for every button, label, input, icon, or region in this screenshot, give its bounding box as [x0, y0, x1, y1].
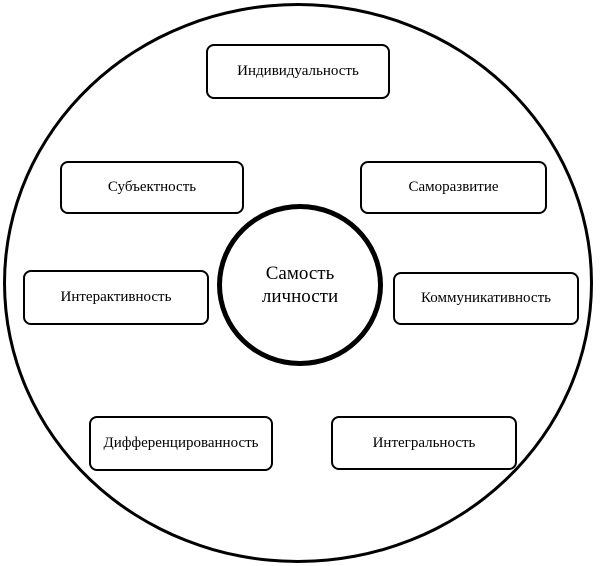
center-circle: Самость личности: [217, 204, 383, 366]
node-communicativeness: Коммуникативность: [393, 272, 579, 325]
outer-circle: [3, 3, 593, 563]
node-integrality: Интегральность: [331, 416, 517, 470]
center-label-line-2: личности: [261, 286, 339, 307]
node-subjectness: Субъектность: [60, 161, 244, 214]
center-label: Самость личности: [245, 262, 355, 308]
center-label-line-1: Самость: [265, 263, 335, 284]
node-differentiation: Дифференцированность: [89, 416, 273, 471]
node-individuality: Индивидуальность: [206, 44, 390, 99]
node-self-development: Саморазвитие: [360, 161, 547, 214]
node-interactivity: Интерактивность: [23, 270, 209, 325]
